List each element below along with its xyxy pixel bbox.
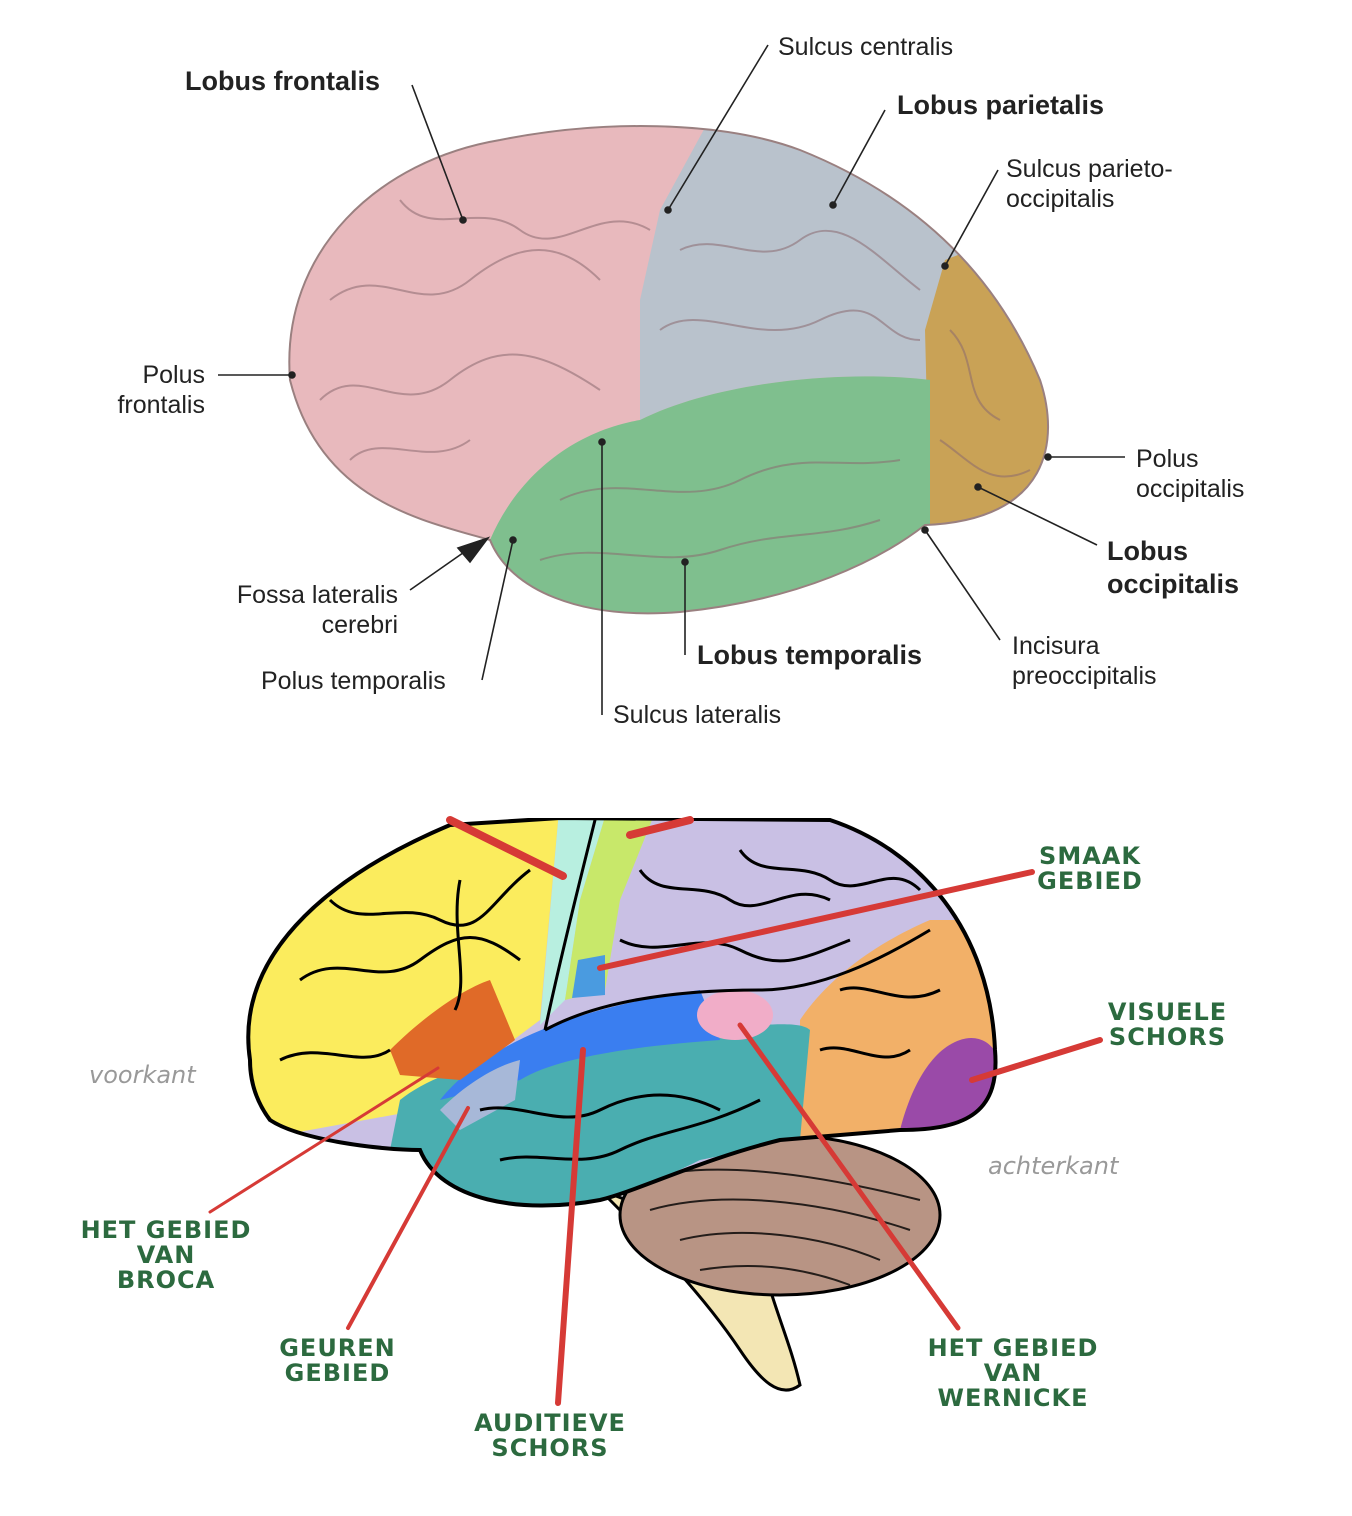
label-achterkant: achterkant: [988, 1152, 1119, 1180]
wernicke-area: [697, 990, 773, 1040]
top-brain: [288, 125, 1050, 615]
label-line: occipitalis: [1136, 475, 1245, 503]
label-line: VAN: [983, 1359, 1043, 1387]
label-line: occipitalis: [1107, 569, 1240, 599]
red-pointers: [208, 816, 1103, 1406]
label-line: VAN: [136, 1241, 196, 1269]
label-line: cerebri: [321, 611, 398, 639]
label-line: VISUELE: [1107, 998, 1228, 1026]
temporal-lobe: [490, 376, 930, 614]
sensory-strip: [565, 818, 660, 1000]
label-polus-temporalis: Polus temporalis: [261, 667, 446, 695]
label-sulcus-centralis: Sulcus centralis: [778, 33, 954, 61]
label-line: Incisura: [1012, 632, 1100, 660]
label-lobus-parietalis: Lobus parietalis: [897, 90, 1105, 120]
visual-cortex: [900, 1038, 996, 1132]
label-line: SCHORS: [1108, 1023, 1227, 1051]
label-lobus-frontalis: Lobus frontalis: [185, 66, 380, 96]
label-line: BROCA: [116, 1266, 216, 1294]
label-voorkant: voorkant: [89, 1061, 196, 1089]
bottom-brain: [230, 790, 1130, 1392]
label-line: preoccipitalis: [1012, 662, 1157, 690]
label-line: HET GEBIED: [927, 1334, 1099, 1362]
occipital-lobe: [925, 200, 1049, 530]
label-lobus-temporalis: Lobus temporalis: [697, 640, 923, 670]
olfactory-area: [440, 1060, 520, 1130]
label-line: GEUREN: [279, 1334, 396, 1362]
label-line: GEBIED: [1037, 867, 1143, 895]
label-line: WERNICKE: [937, 1384, 1089, 1412]
taste-area: [572, 955, 605, 998]
label-line: SMAAK: [1039, 842, 1141, 870]
label-line: Polus: [1136, 445, 1199, 473]
label-line: Polus: [142, 361, 205, 389]
broca-area: [390, 980, 515, 1080]
label-line: occipitalis: [1006, 185, 1115, 213]
top-leader-lines: [218, 44, 1125, 715]
label-sulcus-lateralis: Sulcus lateralis: [613, 701, 782, 729]
label-line: GEBIED: [284, 1359, 391, 1387]
label-line: HET GEBIED: [80, 1216, 252, 1244]
label-line: Sulcus parieto-: [1006, 155, 1173, 183]
label-line: Lobus: [1107, 536, 1188, 566]
label-sulcus-parieto-occipitalis: Sulcus parieto-occipitalis: [1006, 154, 1173, 214]
label-line: Fossa lateralis: [236, 581, 398, 609]
label-line: frontalis: [117, 391, 205, 419]
label-line: AUDITIEVE: [474, 1409, 626, 1437]
label-line: SCHORS: [491, 1434, 609, 1462]
